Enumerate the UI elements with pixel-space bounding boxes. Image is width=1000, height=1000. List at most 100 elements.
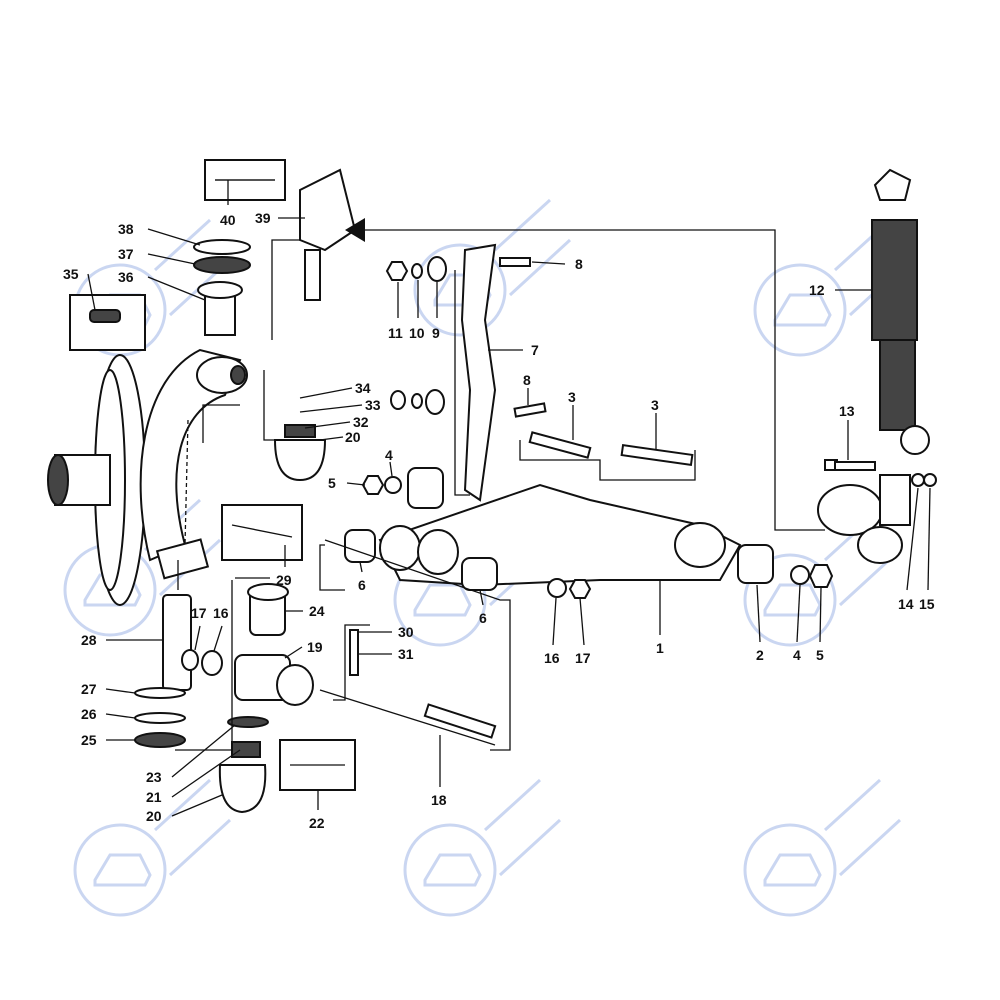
- watermark-logo: [403, 778, 562, 917]
- leader-line: [359, 561, 363, 573]
- upper-ball-joint-parts: [69, 159, 286, 351]
- part-number-label: 31: [398, 646, 414, 662]
- part-number-label: 28: [81, 632, 97, 648]
- part-number-label: 10: [409, 325, 425, 341]
- part-number-label: 16: [213, 605, 229, 621]
- shock-absorber: [824, 168, 930, 471]
- leader-line: [552, 597, 557, 646]
- part-number-label: 36: [118, 269, 134, 285]
- leader-line: [171, 749, 241, 798]
- part-number-label: 39: [255, 210, 271, 226]
- assembly-line: [231, 524, 293, 538]
- part-number-label: 30: [398, 624, 414, 640]
- part-number-label: 26: [81, 706, 97, 722]
- leader-line: [479, 589, 484, 606]
- strut-rod: [460, 243, 497, 502]
- part-number-label: 8: [523, 372, 531, 388]
- assembly-lines: [175, 179, 696, 766]
- bolts: [423, 257, 694, 739]
- part-number-label: 4: [385, 447, 393, 463]
- assembly-line: [519, 440, 696, 481]
- part-number-label: 17: [575, 650, 591, 666]
- part-number-label: 20: [345, 429, 361, 445]
- part-number-label: 3: [568, 389, 576, 405]
- steering-knuckle: [139, 348, 248, 580]
- part-number-label: 9: [432, 325, 440, 341]
- leader-line: [796, 584, 801, 643]
- leader-line: [346, 482, 366, 486]
- watermark-logo: [413, 198, 572, 337]
- assembly-line: [324, 539, 511, 751]
- part-number-label: 11: [388, 325, 403, 341]
- leader-line: [319, 436, 344, 441]
- assembly-line: [271, 239, 300, 340]
- assembly-line: [319, 689, 496, 746]
- brake-disc-hub: [47, 354, 146, 606]
- part-number-label: 37: [118, 246, 134, 262]
- watermark-logo: [73, 778, 232, 917]
- part-number-label: 19: [307, 639, 323, 655]
- leader-line: [531, 261, 566, 265]
- part-number-label: 29: [276, 572, 292, 588]
- part-number-label: 13: [839, 403, 855, 419]
- part-number-label: 14: [898, 596, 914, 612]
- part-number-label: 24: [309, 603, 325, 619]
- watermark-logo: [743, 778, 902, 917]
- assembly-line: [175, 580, 233, 751]
- leader-line: [906, 487, 919, 591]
- part-number-label: 40: [220, 212, 236, 228]
- part-number-label: 27: [81, 681, 97, 697]
- assembly-line: [333, 624, 370, 701]
- leader-line: [87, 273, 96, 311]
- rubber-buffer-upper: [273, 424, 327, 482]
- leader-line: [105, 713, 136, 719]
- leader-line: [171, 724, 236, 778]
- assembly-line: [202, 404, 240, 443]
- leader-line: [299, 404, 363, 413]
- leader-lines: [87, 180, 931, 817]
- leader-line: [147, 253, 196, 265]
- part-number-label: 23: [146, 769, 162, 785]
- assembly-line: [263, 370, 300, 441]
- leader-line: [284, 646, 303, 659]
- part-number-label: 17: [191, 605, 207, 621]
- leader-line: [389, 461, 393, 477]
- leader-line: [819, 587, 822, 643]
- washers-nuts: [385, 256, 592, 599]
- part-number-label: 7: [531, 342, 539, 358]
- part-number-label: 15: [919, 596, 935, 612]
- arrow-to-bracket: [345, 218, 825, 531]
- part-number-label: 6: [479, 610, 487, 626]
- leader-line: [756, 584, 761, 643]
- leader-line: [299, 387, 353, 399]
- leader-line: [171, 794, 223, 817]
- leader-line: [304, 421, 351, 429]
- part-number-label: 32: [353, 414, 369, 430]
- part-number-label: 18: [431, 792, 447, 808]
- leader-line: [927, 487, 931, 591]
- part-number-label: 34: [355, 380, 371, 396]
- part-number-label: 3: [651, 397, 659, 413]
- leader-line: [213, 625, 223, 652]
- part-number-label: 16: [544, 650, 560, 666]
- part-number-label: 1: [656, 640, 664, 656]
- part-number-label: 22: [309, 815, 325, 831]
- part-number-label: 5: [816, 647, 824, 663]
- part-number-label: 33: [365, 397, 381, 413]
- leader-line: [194, 625, 201, 651]
- leader-line: [579, 597, 585, 646]
- assembly-line: [454, 270, 470, 496]
- leader-line: [147, 228, 201, 246]
- part-number-label: 12: [809, 282, 825, 298]
- part-number-label: 2: [756, 647, 764, 663]
- part-number-label: 20: [146, 808, 162, 824]
- assembly-line: [319, 544, 345, 591]
- part-number-label: 8: [575, 256, 583, 272]
- part-number-label: 35: [63, 266, 79, 282]
- assembly-line: [184, 419, 189, 546]
- upper-arm-bracket: [299, 168, 357, 301]
- leader-line: [147, 276, 206, 301]
- leader-line: [105, 688, 136, 694]
